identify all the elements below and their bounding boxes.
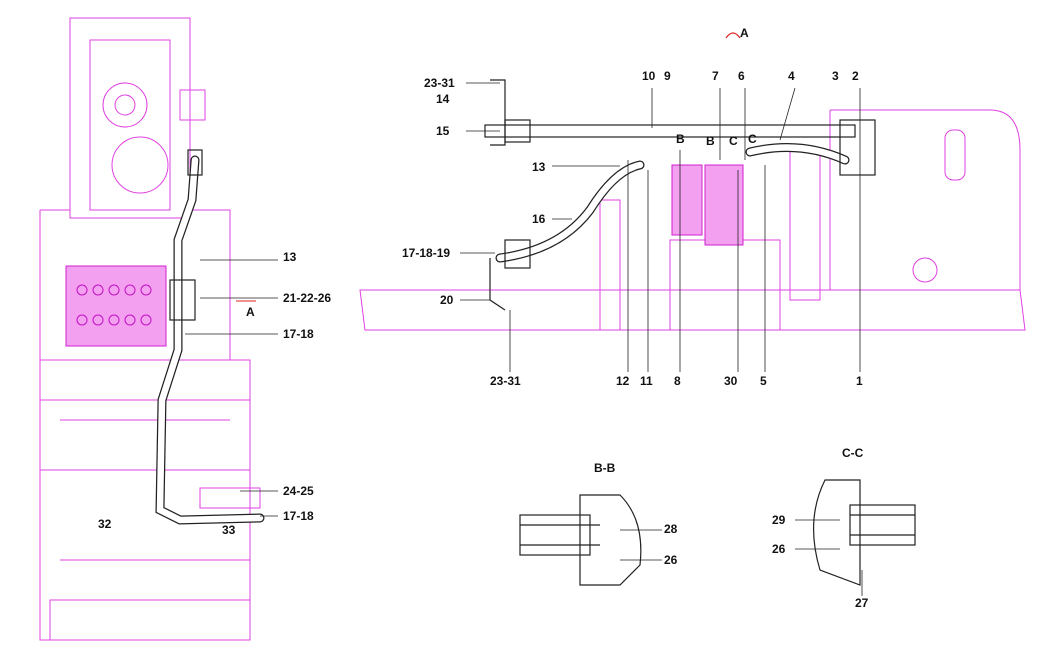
- callout-11: 11: [640, 374, 653, 388]
- callout-33: 33: [222, 523, 236, 537]
- section-bb-drawing: [519, 494, 642, 586]
- main-view-frame: [359, 109, 1026, 331]
- callout-30: 30: [724, 374, 738, 388]
- callout-6: 6: [738, 69, 745, 83]
- callout-32: 32: [98, 517, 112, 531]
- callout-10: 10: [642, 69, 656, 83]
- view-a-marker-icon: [725, 32, 741, 39]
- section-bb-title: B-B: [594, 461, 616, 475]
- callout-12: 12: [616, 374, 630, 388]
- leader-lines: [185, 82, 863, 596]
- callout-14: 14: [436, 92, 450, 106]
- callout-16: 16: [532, 212, 546, 226]
- callout-8: 8: [674, 374, 681, 388]
- callout-1: 1: [856, 374, 863, 388]
- section-cc-title: C-C: [842, 446, 864, 460]
- callout-3: 3: [832, 69, 839, 83]
- callout-23-31-top: 23-31: [424, 76, 455, 90]
- callout-26-cc: 26: [772, 542, 786, 556]
- section-marker-b1: B: [676, 132, 685, 146]
- callout-17-18: 17-18: [283, 327, 314, 341]
- callout-17-18-lower: 17-18: [283, 509, 314, 523]
- callout-24-25: 24-25: [283, 484, 314, 498]
- callout-17-18-19: 17-18-19: [402, 246, 451, 260]
- callout-20: 20: [440, 293, 454, 307]
- callout-2: 2: [852, 69, 859, 83]
- callout-23-31-bottom: 23-31: [490, 374, 521, 388]
- section-marker-c2: C: [748, 132, 757, 146]
- callout-29: 29: [772, 513, 786, 527]
- callout-27: 27: [855, 596, 869, 610]
- callout-15: 15: [436, 124, 450, 138]
- callout-4: 4: [788, 69, 795, 83]
- callout-9: 9: [664, 69, 671, 83]
- callout-21-22-26: 21-22-26: [283, 291, 332, 305]
- callout-28: 28: [664, 522, 678, 536]
- view-a-label: A: [246, 305, 255, 319]
- callout-13: 13: [283, 250, 297, 264]
- callout-5: 5: [760, 374, 767, 388]
- left-view-hose: [155, 149, 265, 525]
- callout-26-bb: 26: [664, 553, 678, 567]
- section-cc-drawing: [813, 479, 916, 586]
- section-marker-c1: C: [729, 134, 738, 148]
- left-view-frame: [39, 17, 261, 641]
- callout-13-main: 13: [532, 160, 546, 174]
- section-marker-b2: B: [706, 134, 715, 148]
- callout-7: 7: [712, 69, 719, 83]
- view-a-title: A: [740, 26, 749, 40]
